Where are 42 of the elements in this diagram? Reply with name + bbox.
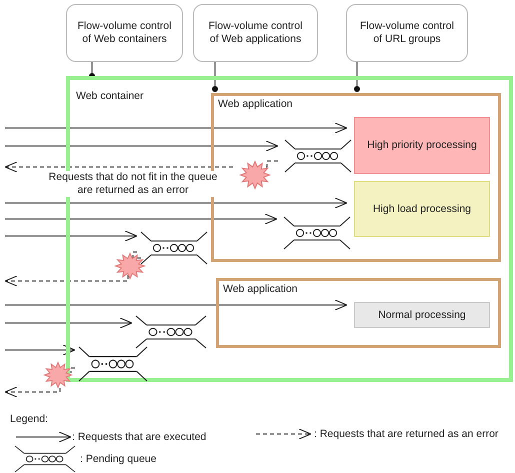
callout-box [66,4,183,62]
process-label: High load processing [372,202,472,216]
error-arrow [4,386,60,398]
error-burst-icon [240,161,270,189]
process-label: High priority processing [367,139,477,152]
callout-box [346,4,468,62]
legend-text: : Pending queue [80,453,156,466]
legend-text: : Requests that are returned as an error [314,428,498,441]
request-arrow [4,198,348,208]
leader-line [212,62,218,92]
pending-queue-symbol [285,140,351,172]
callout-text: Flow-volume control of Web containers [77,20,172,46]
request-arrow [4,230,138,242]
error-burst-icon [115,253,145,279]
callout-text: Flow-volume control of Web applications [208,20,304,46]
request-arrow [4,122,348,134]
callout-text: Flow-volume control of URL groups [359,20,455,46]
legend-title: Legend: [10,413,48,426]
process-label: Normal processing [378,308,466,322]
container-label: Web container [76,90,144,102]
pending-queue-symbol [136,316,206,348]
error-arrow [4,274,128,286]
process-box [354,117,490,174]
request-arrow [4,214,278,224]
leader-line [354,62,360,92]
request-arrow [4,140,278,152]
request-arrow [4,344,76,356]
pending-queue-symbol [284,217,350,249]
application-label: Web application [218,98,293,110]
callout-box [193,4,318,62]
process-box [354,181,490,237]
pending-queue-symbol [141,232,207,264]
error-burst-icon [44,362,72,388]
process-box [354,302,490,328]
pending-queue-symbol [79,347,147,381]
request-arrow [4,300,348,310]
leader-line [89,62,95,79]
application-label: Web application [223,283,298,295]
request-arrow [4,318,132,328]
application-frame [216,278,501,348]
error-arrow [4,162,234,172]
legend-text: : Requests that are executed [72,431,206,444]
